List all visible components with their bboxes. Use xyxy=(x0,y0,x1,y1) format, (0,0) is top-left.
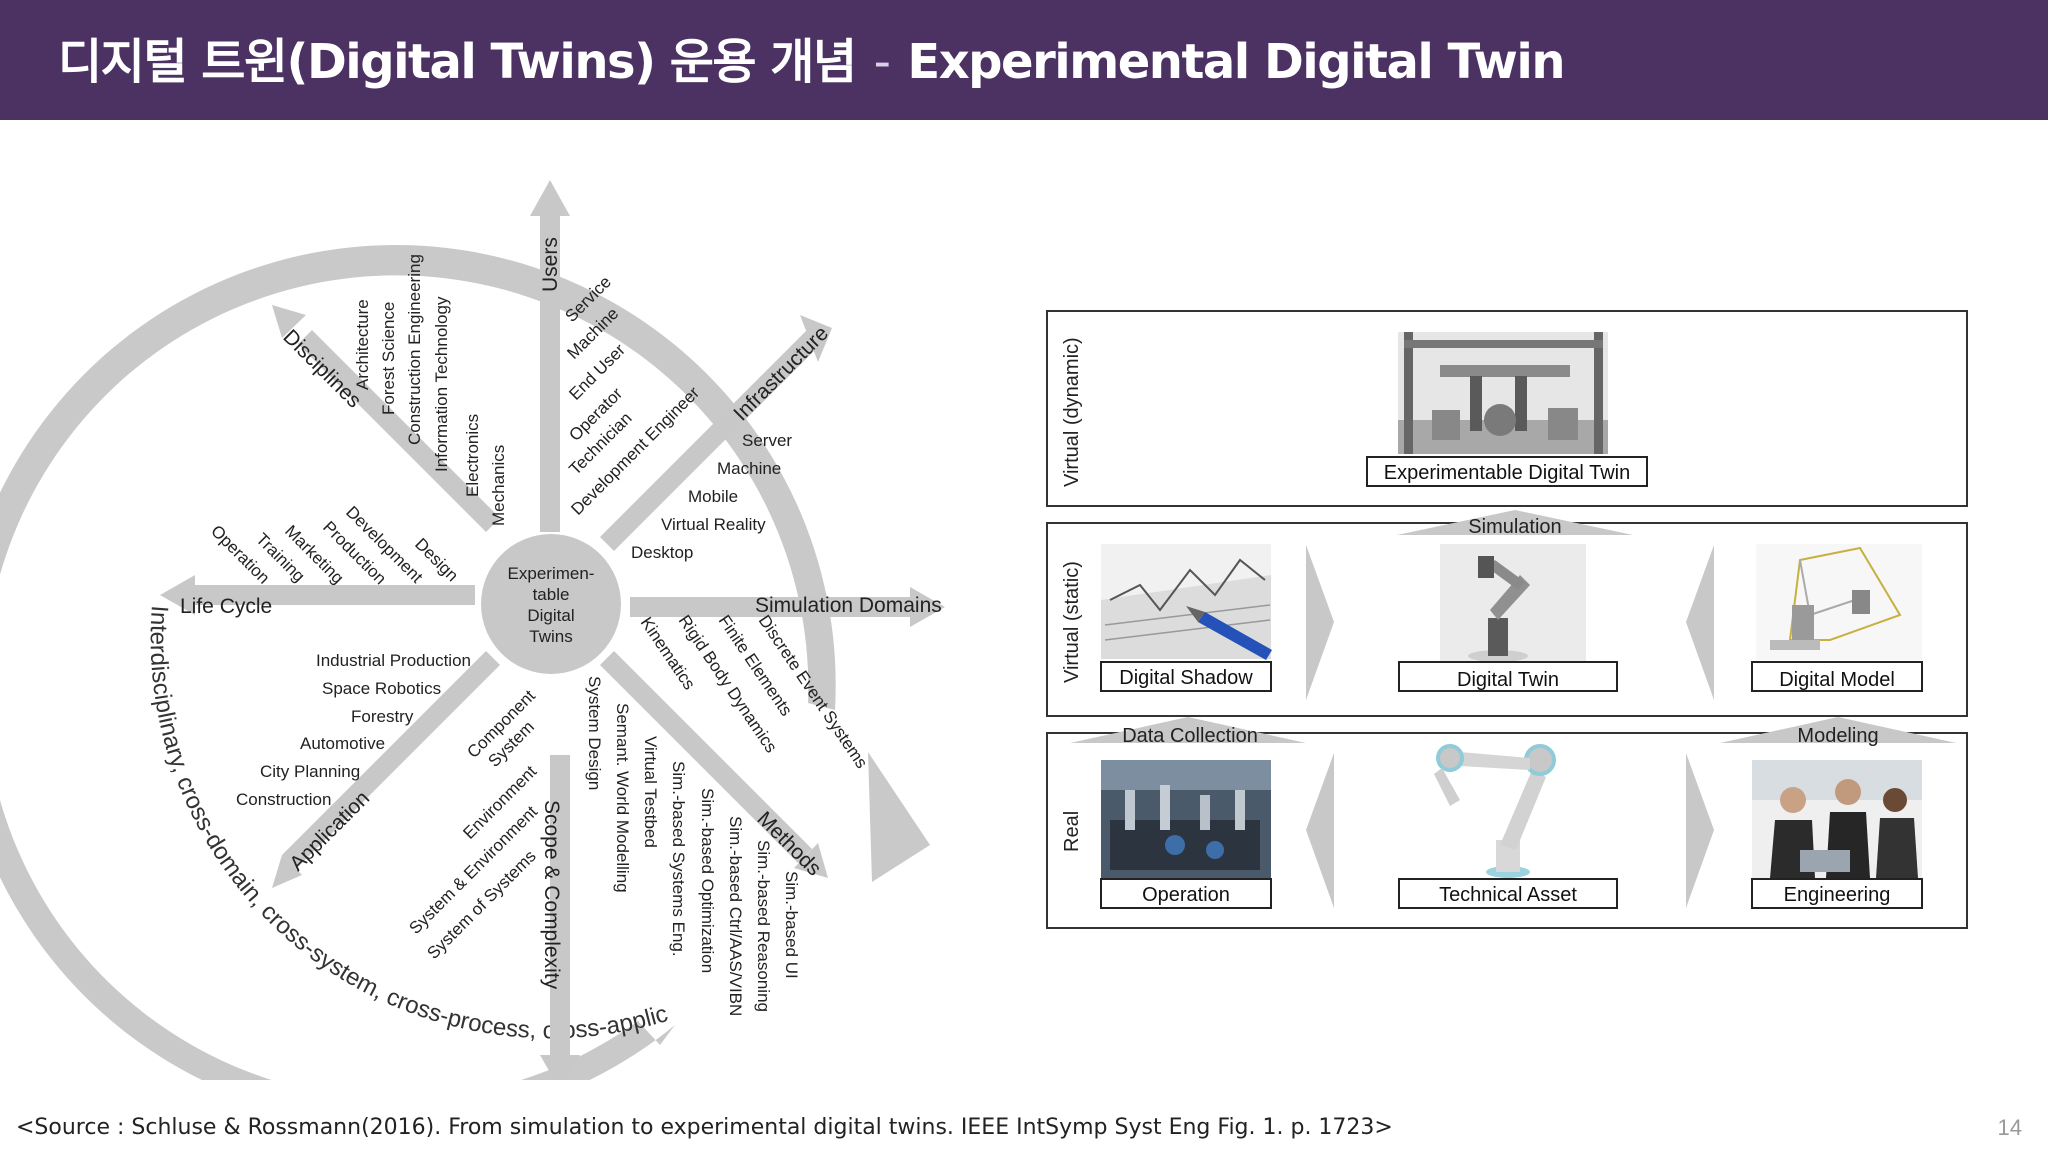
label-digital-twin: Digital Twin xyxy=(1457,669,1559,691)
center-hub xyxy=(481,534,621,674)
infrastructure-item: Machine xyxy=(717,459,781,478)
spoke-disciplines xyxy=(298,330,500,532)
disciplines-item: Mechanics xyxy=(489,445,508,526)
vr-testbed-image xyxy=(1398,332,1608,454)
label-digital-shadow: Digital Shadow xyxy=(1119,667,1253,689)
slide-title: 디지털 트윈(Digital Twins) 운용 개념-Experimental… xyxy=(58,22,1565,92)
application-item: Automotive xyxy=(300,734,385,753)
box-operation xyxy=(1100,878,1272,909)
disciplines-item: Construction Engineering xyxy=(405,254,424,445)
arrow-asset-to-engineering xyxy=(1686,753,1714,908)
arrow-shadow-to-twin xyxy=(1306,545,1334,700)
data-collection-arrow xyxy=(1070,717,1306,743)
arrow-asset-to-operation xyxy=(1306,753,1334,908)
label-operation: Operation xyxy=(1142,884,1230,906)
methods-item: Semant. World Modelling xyxy=(613,703,632,893)
digital-twin-dimensions-wheel: Interdisciplinary, cross-domain, cross-s… xyxy=(0,120,945,1080)
row-frame-dynamic xyxy=(1046,310,1968,507)
methods-item: Virtual Testbed xyxy=(641,736,660,848)
axis-label-users: Users xyxy=(539,237,562,292)
simulation-label: Simulation xyxy=(1468,516,1561,538)
application-item: Forestry xyxy=(351,707,414,726)
methods-item: System Design xyxy=(585,676,604,790)
disciplines-item: Forest Science xyxy=(379,302,398,415)
label-digital-model: Digital Model xyxy=(1779,669,1895,691)
operation-image xyxy=(1101,760,1271,878)
infrastructure-item: Desktop xyxy=(631,543,693,562)
infrastructure-item: Server xyxy=(742,431,792,450)
engineering-image xyxy=(1752,760,1922,878)
spoke-infrastructure xyxy=(600,331,820,551)
methods-item: Sim.-based Reasoning xyxy=(754,840,773,1012)
simulation-arrow xyxy=(1397,510,1633,535)
spoke-methods xyxy=(600,651,812,863)
page-number: 14 xyxy=(1997,1115,2022,1140)
row-frame-real xyxy=(1046,732,1968,929)
svg-text:table: table xyxy=(533,585,570,604)
technical-asset-image xyxy=(1434,744,1556,878)
arrow-model-to-twin xyxy=(1686,545,1714,700)
title-main: 디지털 트윈(Digital Twins) 운용 개념 xyxy=(58,34,857,90)
source-citation: <Source : Schluse & Rossmann(2016). From… xyxy=(16,1115,1393,1140)
application-item: City Planning xyxy=(260,762,360,781)
data-collection-label: Data Collection xyxy=(1122,725,1258,747)
title-separator: - xyxy=(873,34,891,90)
disciplines-item: Architecture xyxy=(353,299,372,390)
application-item: Construction xyxy=(236,790,331,809)
application-item: Space Robotics xyxy=(322,679,441,698)
outer-ring xyxy=(0,245,930,1080)
spoke-lifecycle xyxy=(195,585,475,605)
flow-arrows xyxy=(1070,510,1956,908)
methods-item: Sim.-based Ctrl/AAS/VIBN xyxy=(726,816,745,1016)
axis-label-simulation: Simulation Domains xyxy=(755,594,942,617)
digital-model-image xyxy=(1756,544,1922,660)
label-technical-asset: Technical Asset xyxy=(1439,884,1577,906)
svg-text:Digital: Digital xyxy=(527,606,574,625)
box-digital-shadow xyxy=(1100,661,1272,692)
row-label-real: Real xyxy=(1061,811,1083,852)
spoke-application xyxy=(282,651,500,869)
label-engineering: Engineering xyxy=(1784,884,1891,906)
svg-text:Twins: Twins xyxy=(529,627,572,646)
disciplines-item: Electronics xyxy=(463,414,482,497)
spoke-scope xyxy=(550,755,570,1055)
box-technical-asset xyxy=(1398,878,1618,909)
infrastructure-item: Mobile xyxy=(688,487,738,506)
disciplines-item: Information Technology xyxy=(432,296,451,472)
methods-item: Sim.-based UI xyxy=(782,871,801,979)
digital-shadow-image xyxy=(1101,544,1272,660)
box-digital-twin xyxy=(1398,661,1618,692)
spoke-simulation xyxy=(630,597,910,617)
modeling-arrow xyxy=(1720,717,1956,743)
outer-arrowhead xyxy=(868,752,930,882)
methods-item: Sim.-based Optimization xyxy=(698,788,717,973)
box-digital-model xyxy=(1751,661,1923,692)
methods-item: Sim.-based Systems Eng. xyxy=(669,761,688,957)
digital-twin-image xyxy=(1440,544,1586,662)
axis-label-infrastructure: Infrastructure xyxy=(729,322,833,426)
row-label-dynamic: Virtual (dynamic) xyxy=(1061,337,1083,487)
spoke-users xyxy=(540,212,560,532)
row-label-static: Virtual (static) xyxy=(1061,561,1083,683)
infrastructure-item: Virtual Reality xyxy=(661,515,766,534)
box-engineering xyxy=(1751,878,1923,909)
slide-header: 디지털 트윈(Digital Twins) 운용 개념-Experimental… xyxy=(0,0,2048,120)
spokes xyxy=(160,180,945,1080)
label-experimentable-digital-twin: Experimentable Digital Twin xyxy=(1384,462,1630,484)
box-experimentable-digital-twin xyxy=(1366,456,1648,487)
center-label: Experimen- table Digital Twins xyxy=(508,564,595,646)
modeling-label: Modeling xyxy=(1797,725,1878,747)
title-subtitle: Experimental Digital Twin xyxy=(907,34,1565,90)
application-item: Industrial Production xyxy=(316,651,471,670)
axis-label-scope: Scope & Complexity xyxy=(540,800,563,990)
svg-text:Experimen-: Experimen- xyxy=(508,564,595,583)
twin-level-diagram: Virtual (dynamic) Virtual (static) Real … xyxy=(1046,310,1968,929)
axis-label-lifecycle: Life Cycle xyxy=(180,595,272,618)
